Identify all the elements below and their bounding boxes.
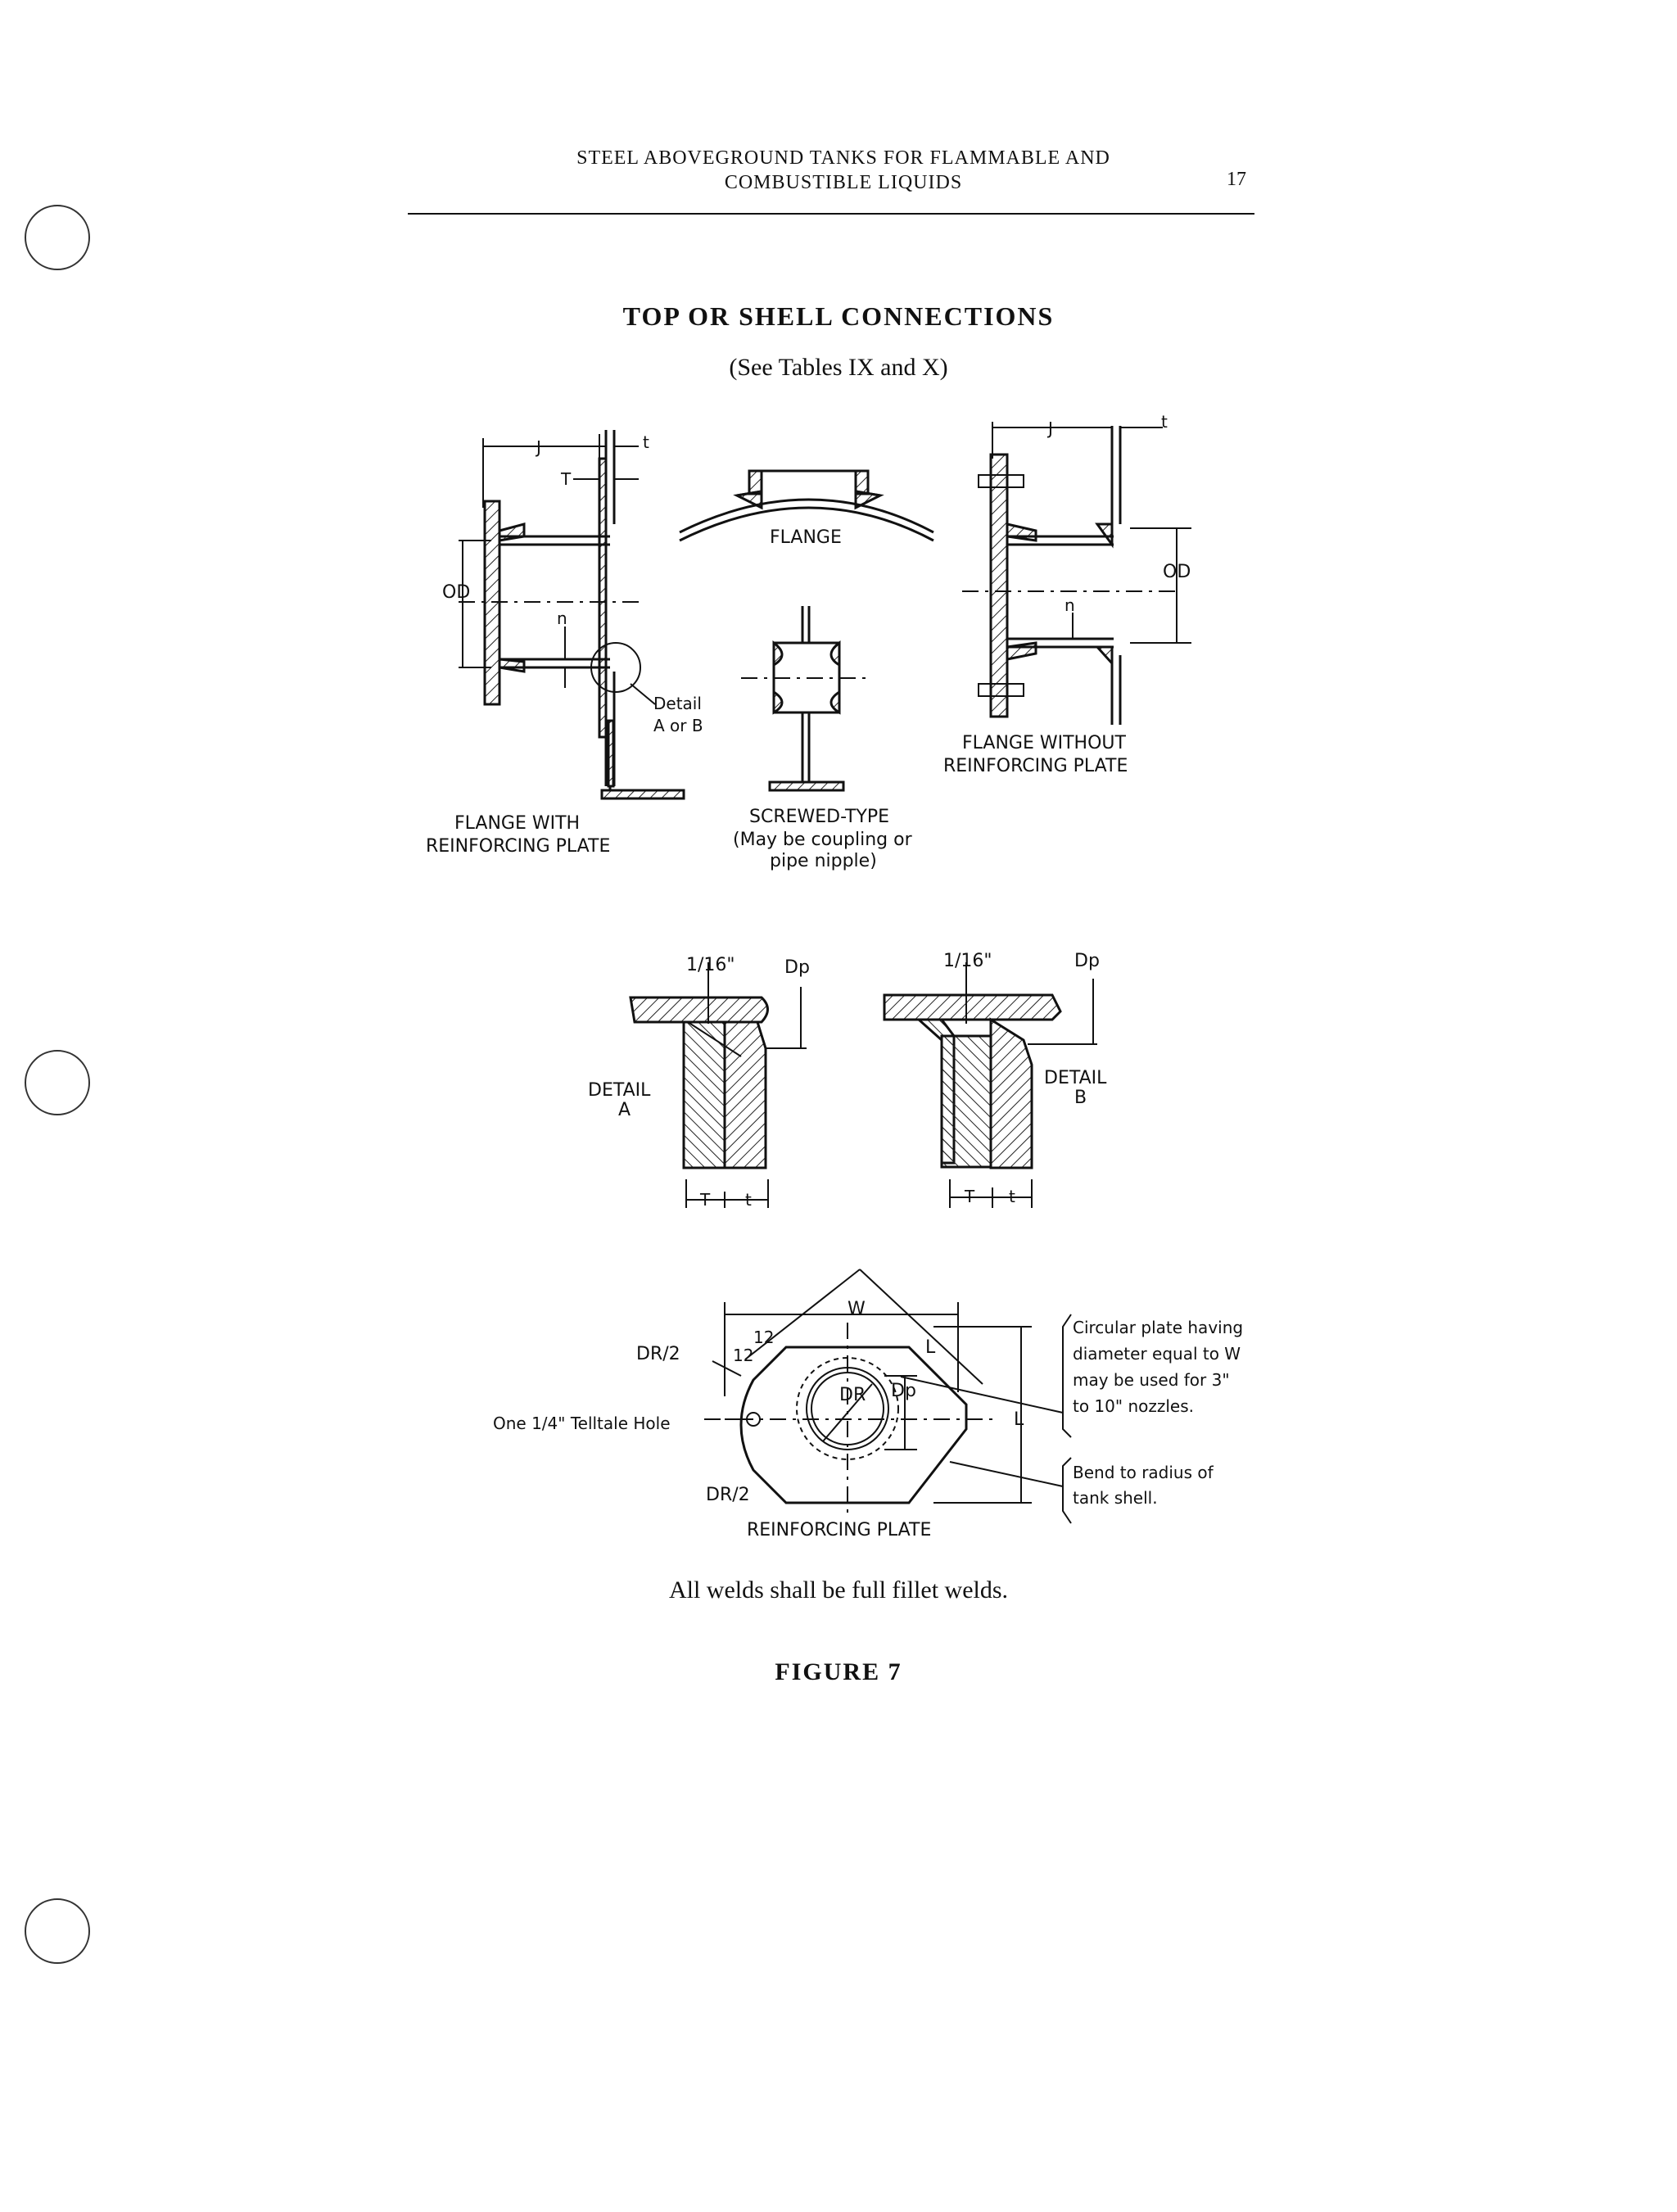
label-detail-b-1: DETAIL — [1044, 1068, 1107, 1088]
flange-with-reinforcing-plate-drawing — [459, 430, 685, 800]
note-circular-2: diameter equal to W — [1073, 1344, 1241, 1364]
label-flange-without-2: REINFORCING PLATE — [943, 756, 1128, 776]
label-detail-a-1: DETAIL — [588, 1080, 651, 1101]
dim-dp-plate: Dp — [891, 1381, 916, 1401]
note-bend-1: Bend to radius of — [1073, 1463, 1214, 1482]
header-rule — [408, 213, 1254, 215]
note-circular-4: to 10" nozzles. — [1073, 1396, 1194, 1416]
dim-t-small-a: t — [745, 1190, 752, 1210]
screwed-type-drawing — [741, 606, 872, 792]
dim-t-capital-b: T — [964, 1187, 975, 1206]
dim-sixteenth-b: 1/16" — [943, 951, 992, 971]
dim-t-small-b: t — [1009, 1187, 1015, 1206]
label-flange-with-1: FLANGE WITH — [454, 813, 580, 834]
note-bend-2: tank shell. — [1073, 1488, 1158, 1508]
binder-hole-top — [25, 205, 90, 270]
dim-od-left: OD — [442, 582, 470, 603]
page-subtitle: (See Tables IX and X) — [729, 354, 948, 381]
dim-t-capital-a: T — [699, 1190, 711, 1210]
welds-caption: All welds shall be full fillet welds. — [668, 1576, 1009, 1604]
figure-label: FIGURE 7 — [775, 1658, 902, 1685]
flange-on-curved-shell-drawing — [679, 469, 934, 542]
note-circular-3: may be used for 3" — [1073, 1370, 1230, 1390]
dim-dr-half-bottom: DR/2 — [706, 1485, 750, 1505]
detail-a-drawing — [629, 962, 807, 1208]
dim-l-vertical: L — [1014, 1409, 1024, 1430]
binder-hole-bottom — [25, 1898, 90, 1964]
dim-n-right: n — [1065, 595, 1075, 615]
binder-hole-middle — [25, 1050, 90, 1115]
label-telltale-hole: One 1/4" Telltale Hole — [493, 1414, 671, 1433]
page-title: TOP OR SHELL CONNECTIONS — [622, 301, 1055, 331]
dim-dr-half-top: DR/2 — [636, 1344, 680, 1364]
running-header-line-1: STEEL ABOVEGROUND TANKS FOR FLAMMABLE AN… — [576, 147, 1110, 169]
dim-dp-a: Dp — [784, 957, 810, 978]
dim-dp-b: Dp — [1074, 951, 1100, 971]
label-detail-ab-2: A or B — [653, 716, 703, 735]
label-detail-ab-1: Detail — [653, 694, 702, 713]
page-number: 17 — [1227, 169, 1246, 190]
dim-j-left: J — [535, 437, 541, 457]
label-reinforcing-plate: REINFORCING PLATE — [747, 1520, 931, 1540]
running-header-line-2: COMBUSTIBLE LIQUIDS — [724, 172, 963, 193]
label-flange-with-2: REINFORCING PLATE — [426, 836, 610, 857]
dim-n-left: n — [557, 608, 567, 628]
label-detail-b-2: B — [1074, 1088, 1087, 1108]
dim-twelve-top: 12 — [753, 1328, 774, 1347]
label-flange: FLANGE — [770, 527, 842, 548]
reinforcing-plate-drawing — [704, 1269, 1072, 1524]
note-circular-1: Circular plate having — [1073, 1318, 1243, 1337]
dim-j-right: J — [1046, 418, 1053, 438]
label-screwed-3: pipe nipple) — [770, 851, 877, 871]
flange-without-reinforcing-plate-drawing — [962, 422, 1191, 725]
label-detail-a-2: A — [618, 1100, 631, 1120]
dim-l-diagonal: L — [925, 1337, 936, 1358]
dim-t-capital-left: T — [560, 469, 572, 489]
detail-b-drawing — [883, 962, 1097, 1208]
dim-sixteenth-a: 1/16" — [686, 955, 735, 975]
dim-t-small-right: t — [1161, 412, 1168, 432]
dim-t-small-left: t — [643, 432, 649, 452]
dim-od-right: OD — [1163, 562, 1191, 582]
dim-twelve-side: 12 — [733, 1346, 753, 1365]
label-screwed-2: (May be coupling or — [733, 830, 913, 850]
dim-w: W — [848, 1299, 866, 1319]
label-screwed-1: SCREWED-TYPE — [749, 807, 889, 827]
dim-dr: DR — [839, 1385, 866, 1405]
label-flange-without-1: FLANGE WITHOUT — [962, 733, 1127, 753]
